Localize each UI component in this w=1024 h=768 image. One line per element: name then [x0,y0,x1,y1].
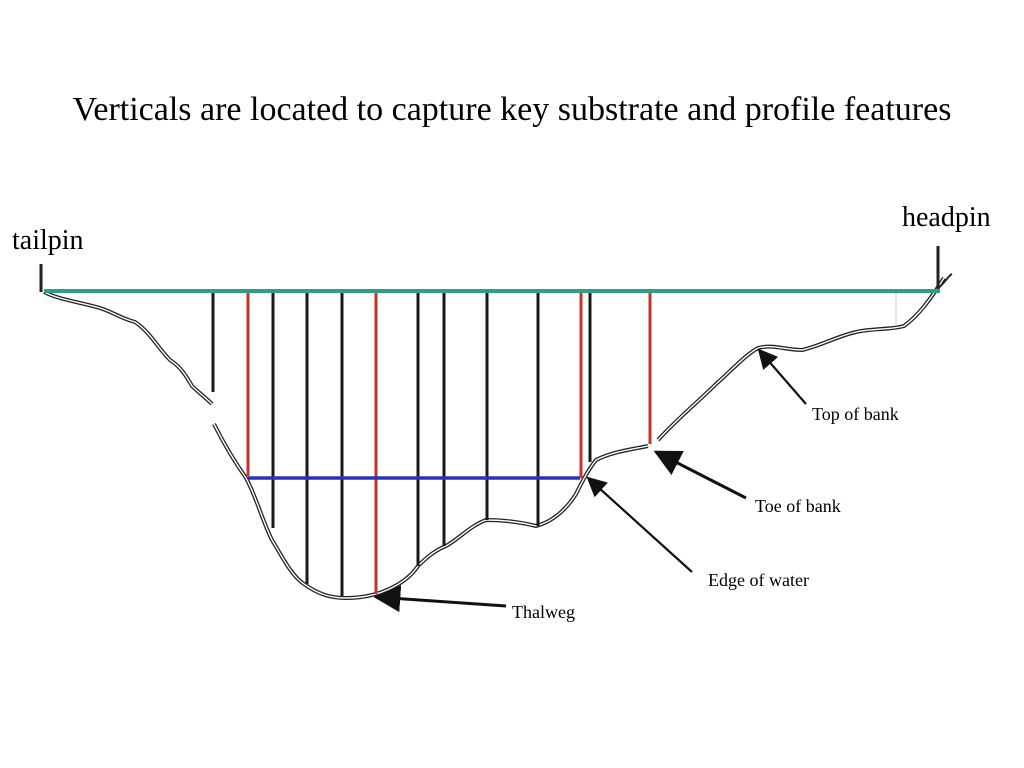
top-of-bank-arrow [757,348,807,405]
callout-arrows [373,348,807,613]
verticals [211,293,652,596]
toe-of-bank-label: Toe of bank [755,496,841,516]
top-of-bank-label: Top of bank [812,404,899,424]
thalweg-arrow [373,585,507,613]
channel-bed-outline [212,423,649,601]
edge-of-water-label: Edge of water [708,570,809,590]
channel-bed-outline-inner [213,423,649,599]
headpin-marker [936,246,953,290]
headpin-label: headpin [902,202,991,233]
left-bank-outline-inner [43,291,213,405]
tailpin-label: tailpin [12,225,84,256]
right-bank-outline-inner [657,277,945,441]
right-bank-outline [656,276,946,442]
edge-of-water-arrow [586,476,693,573]
channel-profile [43,276,946,601]
slide-title: Verticals are located to capture key sub… [72,91,952,128]
thalweg-label: Thalweg [512,602,575,622]
toe-of-bank-arrow [653,450,747,500]
left-bank-outline [43,290,214,406]
